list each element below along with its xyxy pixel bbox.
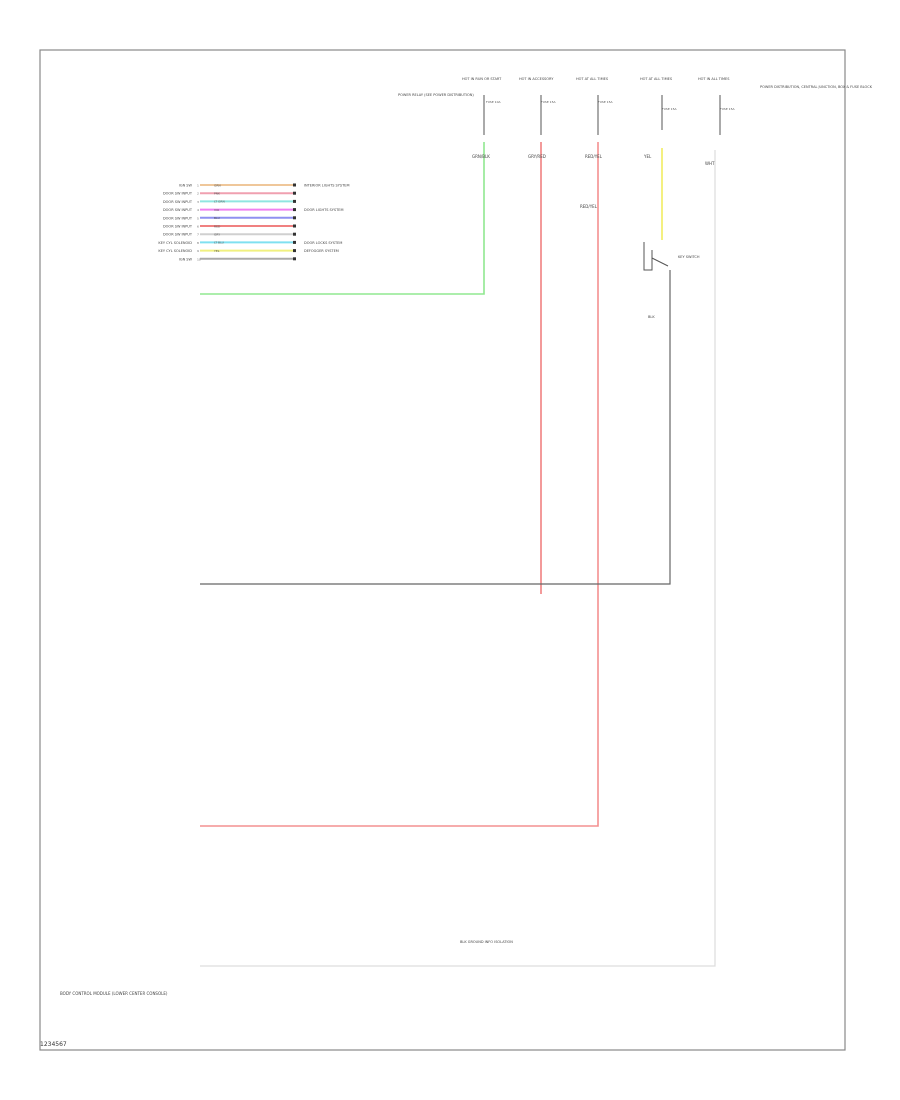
ground-label: BLK GROUND INFO ISOLATION [460, 940, 513, 944]
top-connector-label-3: HOT AT ALL TIMES [576, 77, 609, 81]
connector-terminal [293, 216, 296, 220]
pin-number: 7 [197, 233, 199, 237]
top-connector-fuse-2: FUSE 15A [541, 100, 556, 104]
signal-name: DOOR SW INPUT [163, 233, 193, 237]
key-switch-lever [651, 257, 669, 267]
wire-green [200, 142, 485, 295]
diagram-frame [39, 49, 846, 1051]
pin-number: 9 [197, 249, 199, 253]
key-switch-ground-wire: BLK [648, 315, 655, 319]
top-connector-label-2: HOT IN ACCESSORY [519, 77, 554, 81]
pin-number: 1 [197, 184, 199, 188]
wire-color-label: BLU [214, 216, 220, 220]
wire-color-label: RED [214, 224, 221, 228]
key-switch: KEY SWITCH BLK [643, 242, 700, 319]
destination-label: DOOR LIGHTS SYSTEM [304, 208, 344, 212]
connector-terminal [293, 208, 296, 212]
wire-color-label: GRY [214, 233, 220, 237]
top-wire-labels: GRN/BLK GRY/RED RED/YEL YEL WHT RED/YEL [472, 154, 715, 209]
signal-name: DOOR SW INPUT [163, 216, 193, 220]
wire-label-red-yel: RED/YEL [580, 204, 598, 209]
wire-color-label: YEL [214, 249, 220, 253]
key-switch-body [643, 242, 653, 271]
top-connector-fuse-5: FUSE 15A [720, 107, 735, 111]
connector-terminal [293, 191, 296, 195]
connector-terminal [293, 183, 296, 187]
top-connector-fuse-4: FUSE 15A [662, 107, 677, 111]
wire-color-label: LT BLU [214, 241, 224, 245]
wire-black [200, 270, 671, 585]
pin-number: 3 [197, 200, 199, 204]
bcm-pin-rows: IGN SW 1 GRN INTERIOR LIGHTS SYSTEM DOOR SW … [158, 183, 349, 261]
wire-label-4: YEL [643, 154, 652, 159]
signal-name: IGN SW [179, 257, 193, 261]
wire-label-3: RED/YEL [585, 154, 603, 159]
top-vertical-wires [483, 95, 721, 135]
top-connector-label-5: HOT IN ALL TIMES [698, 77, 730, 81]
connector-terminal [293, 240, 296, 244]
top-connector-fuse-3: FUSE 15A [598, 100, 613, 104]
wire-label-2: GRY/RED [528, 154, 546, 159]
destination-label: INTERIOR LIGHTS SYSTEM [304, 184, 350, 188]
connector-terminal [293, 257, 296, 261]
top-right-note: POWER DISTRIBUTION, CENTRAL JUNCTION, BO… [760, 85, 873, 89]
pin-number: 8 [197, 241, 199, 245]
signal-name: DOOR SW INPUT [163, 208, 193, 212]
wire-color-label: PNK [214, 192, 221, 196]
pin-number: 6 [197, 225, 199, 229]
signal-name: KEY CYL SOLENOID [158, 241, 192, 245]
top-connector-fuse-1: FUSE 10A [486, 100, 501, 104]
key-switch-label: KEY SWITCH [678, 255, 700, 259]
signal-name: DOOR SW INPUT [163, 192, 193, 196]
long-wires [200, 142, 716, 967]
wire-color-label: GRN [214, 183, 221, 187]
wire-color-label: LT GRN [214, 200, 225, 204]
connector-terminal [293, 232, 296, 236]
wire-color-label: VIO [214, 208, 220, 212]
bottom-label: BODY CONTROL MODULE (LOWER CENTER CONSOL… [60, 991, 168, 996]
pin-number: 2 [197, 192, 199, 196]
destination-label: DOOR LOCKS SYSTEM [304, 241, 342, 245]
connector-terminal [293, 249, 296, 253]
pin-number: 10 [197, 257, 201, 261]
connector-terminal [293, 224, 296, 228]
signal-name: DOOR SW INPUT [163, 200, 193, 204]
wire-label-1: GRN/BLK [472, 154, 490, 159]
figure-id: 1234567 [40, 1041, 67, 1048]
wire-red-2 [200, 142, 599, 827]
top-connectors: HOT IN RUN OR START HOT IN ACCESSORY HOT… [462, 77, 735, 111]
pin-number: 4 [197, 208, 199, 212]
signal-name: KEY CYL SOLENOID [158, 249, 192, 253]
wire-label-5: WHT [705, 161, 715, 166]
pin-number: 5 [197, 216, 199, 220]
wire-white [200, 150, 716, 967]
top-connector-label-4: HOT AT ALL TIMES [640, 77, 673, 81]
top-left-note: POWER RELAY (SEE POWER DISTRIBUTION) [398, 93, 474, 97]
connector-terminal [293, 199, 296, 203]
signal-name: DOOR SW INPUT [163, 225, 193, 229]
signal-name: IGN SW [179, 184, 193, 188]
top-connector-label-1: HOT IN RUN OR START [462, 77, 502, 81]
destination-label: DEFOGGER SYSTEM [304, 249, 339, 253]
